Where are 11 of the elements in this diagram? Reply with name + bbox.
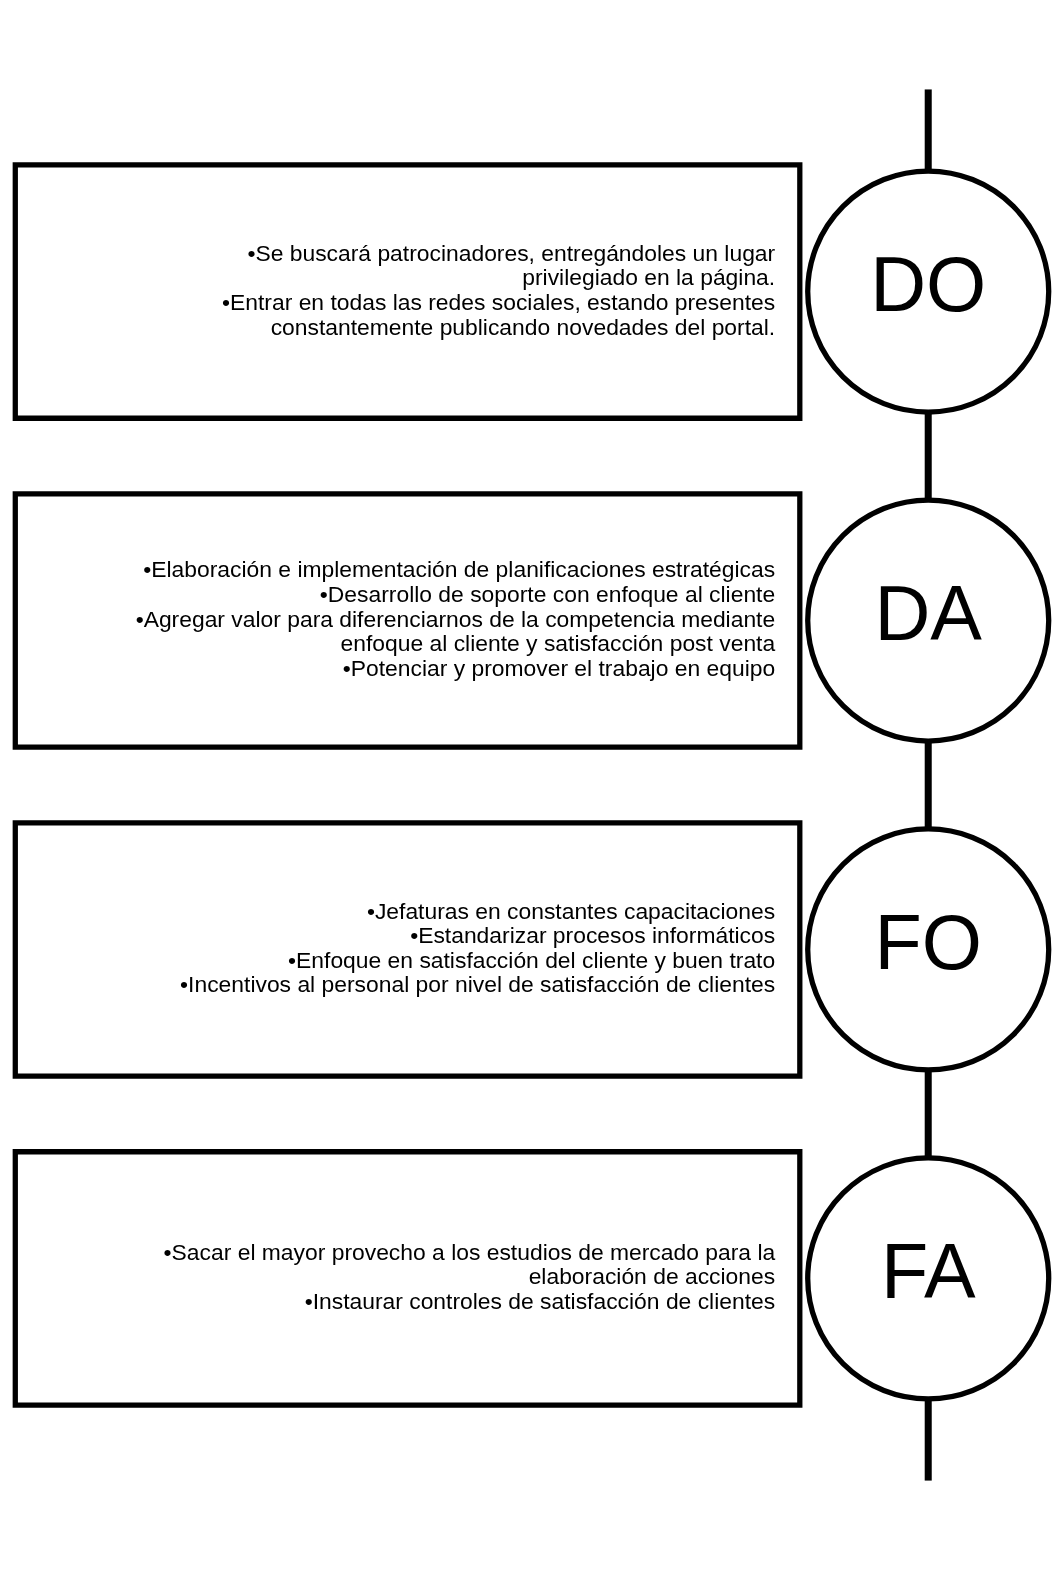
connector [924,412,932,500]
node-circle: FA [805,1155,1052,1402]
node-box: •Se buscará patrocinadores, entregándoles un lugar privilegiado en la página. •Entrar en todas las redes sociales, estando presentes constantemente publicando novedades del portal. [12,162,803,421]
connector [924,1070,932,1158]
node-circle: DO [805,168,1052,415]
node-circle: FO [805,826,1052,1073]
node-box: •Elaboración e implementación de planificaciones estratégicas •Desarrollo de soporte con enfoque al cliente •Agregar valor para diferenciarnos de la competencia mediante enfoque al cliente y satisfacción post venta •Potenciar y promover el trabajo en equipo [12,491,803,750]
node-circle: DA [805,497,1052,744]
node-box: •Sacar el mayor provecho a los estudios de mercado para la elaboración de acciones •Instaurar controles de satisfacción de clientes [12,1149,803,1408]
node-box: •Jefaturas en constantes capacitaciones •Estandarizar procesos informáticos •Enfoque en satisfacción del cliente y buen trato •Incentivos al personal por nivel de satisfacción de clientes [12,820,803,1079]
connector [924,741,932,829]
